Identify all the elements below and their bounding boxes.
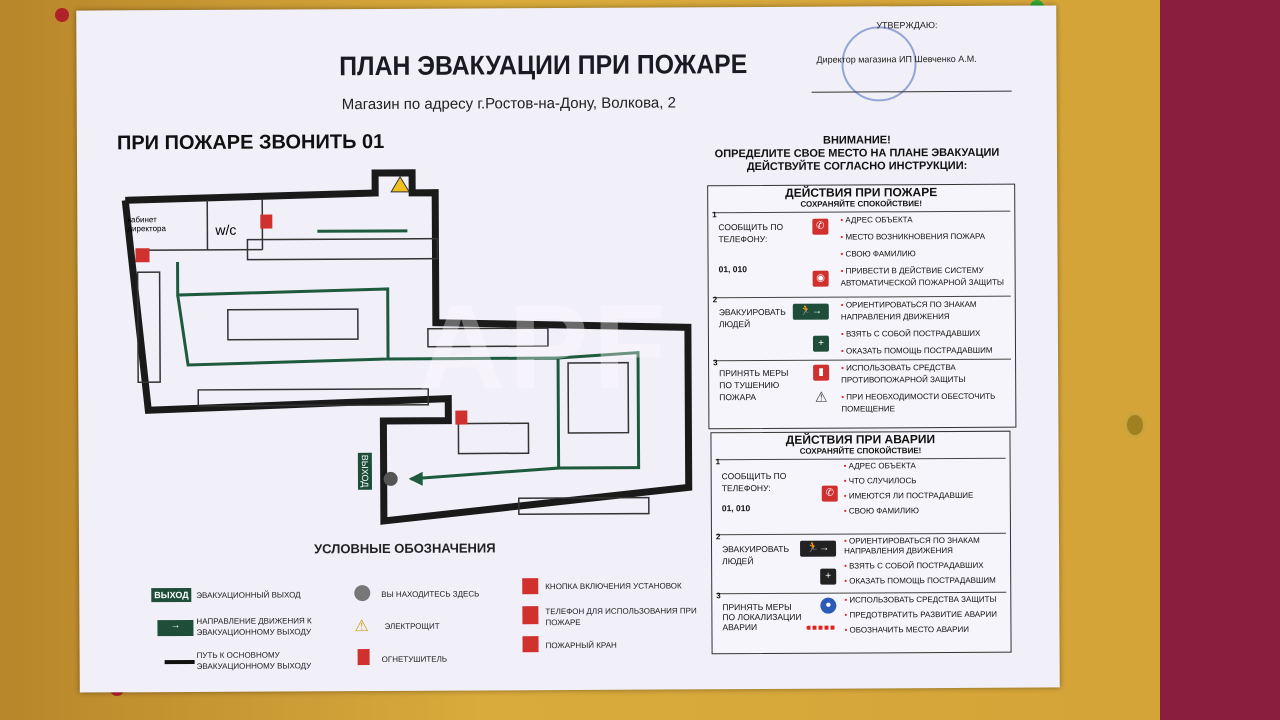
fire-call-number: ПРИ ПОЖАРЕ ЗВОНИТЬ 01	[116, 130, 385, 155]
action-item: ПРЕДОТВРАТИТЬ РАЗВИТИЕ АВАРИИ	[844, 610, 997, 621]
action-item: ЧТО СЛУЧИЛОСЬ	[844, 476, 974, 487]
step-number: 3	[713, 358, 718, 368]
step-label: ПРИНЯТЬ МЕРЫ ПО ТУШЕНИЮ ПОЖАРА	[719, 367, 789, 403]
action-item: ВЗЯТЬ С СОБОЙ ПОСТРАДАВШИХ	[844, 561, 1006, 572]
action-item: ИМЕЮТСЯ ЛИ ПОСТРАДАВШИЕ	[844, 491, 974, 502]
step-number: 1	[712, 210, 717, 220]
legend-item: ТЕЛЕФОН ДЛЯ ИСПОЛЬЗОВАНИЯ ПРИ ПОЖАРЕ	[545, 606, 697, 628]
electrical-hazard-icon: ⚠	[814, 388, 828, 405]
floor-plan	[121, 169, 693, 525]
extinguisher-icon	[260, 214, 273, 229]
plan-title: ПЛАН ЭВАКУАЦИИ ПРИ ПОЖАРЕ	[339, 49, 748, 82]
action-item: ОКАЗАТЬ ПОМОЩЬ ПОСТРАДАВШИМ	[844, 576, 1006, 587]
exit-label: ВЫХОД	[357, 452, 373, 490]
exit-sign-icon: ВЫХОД	[151, 587, 192, 603]
evacuation-plan-sheet: ПЛАН ЭВАКУАЦИИ ПРИ ПОЖАРЕ Магазин по адр…	[76, 5, 1060, 693]
electrical-panel-icon	[390, 175, 411, 193]
accident-actions-title: ДЕЙСТВИЯ ПРИ АВАРИИ	[785, 432, 936, 447]
phone-icon	[135, 248, 150, 263]
evacuation-direction-icon: 🏃→	[800, 540, 837, 557]
fire-step-2: 2 ЭВАКУИРОВАТЬ ЛЮДЕЙ 🏃→ + ОРИЕНТИРОВАТЬС…	[712, 295, 1012, 358]
wc-label: w/c	[215, 221, 237, 238]
alarm-button-icon: ◉	[812, 270, 829, 287]
legend-item: ЭВАКУАЦИОННЫЙ ВЫХОД	[196, 590, 301, 600]
wall	[1160, 0, 1280, 720]
address: Магазин по адресу г.Ростов-на-Дону, Волк…	[341, 94, 676, 114]
protection-icon: ●	[820, 597, 837, 614]
action-item: ПРИ НЕОБХОДИМОСТИ ОБЕСТОЧИТЬ ПОМЕЩЕНИЕ	[841, 391, 1011, 416]
extinguisher-icon	[455, 410, 468, 425]
legend-title: УСЛОВНЫЕ ОБОЗНАЧЕНИЯ	[314, 540, 496, 557]
action-item: АДРЕС ОБЪЕКТА	[840, 214, 1010, 227]
evacuation-direction-icon: 🏃→	[792, 303, 829, 320]
action-item: ОРИЕНТИРОВАТЬСЯ ПО ЗНАКАМ НАПРАВЛЕНИЯ ДВ…	[844, 536, 1006, 557]
accident-actions-subtitle: СОХРАНЯЙТЕ СПОКОЙСТВИЕ!	[799, 446, 922, 456]
step-label: ПРИНЯТЬ МЕРЫ ПО ЛОКАЛИЗАЦИИ АВАРИИ	[722, 601, 802, 633]
attention-text: ДЕЙСТВУЙТЕ СОГЛАСНО ИНСТРУКЦИИ:	[746, 159, 968, 174]
step-number: 2	[715, 532, 721, 542]
accident-step-1: 1 СООБЩИТЬ ПО ТЕЛЕФОНУ: 01, 010 ✆ АДРЕС …	[715, 457, 1006, 532]
accident-step-2: 2 ЭВАКУИРОВАТЬ ЛЮДЕЙ 🏃→ + ОРИЕНТИРОВАТЬС…	[715, 532, 1007, 591]
legend-item: ПУТЬ К ОСНОВНОМУ ЭВАКУАЦИОННОМУ ВЫХОДУ	[196, 650, 312, 671]
phone-number: 01, 010	[718, 264, 747, 275]
step-label: ЭВАКУИРОВАТЬ ЛЮДЕЙ	[718, 306, 786, 330]
accident-actions-box: ДЕЙСТВИЯ ПРИ АВАРИИ СОХРАНЯЙТЕ СПОКОЙСТВ…	[710, 430, 1012, 655]
legend-item: ПОЖАРНЫЙ КРАН	[545, 640, 617, 651]
step-label: СООБЩИТЬ ПО ТЕЛЕФОНУ:	[718, 221, 784, 245]
legend-item: КНОПКА ВКЛЮЧЕНИЯ УСТАНОВОК	[545, 581, 682, 592]
fire-hydrant-icon	[522, 636, 539, 653]
action-item: ОБОЗНАЧИТЬ МЕСТО АВАРИИ	[844, 625, 997, 636]
action-item: СВОЮ ФАМИЛИЮ	[844, 506, 974, 517]
legend-item: ЭЛЕКТРОЩИТ	[384, 621, 440, 631]
legend-item: ВЫ НАХОДИТЕСЬ ЗДЕСЬ	[381, 589, 480, 599]
fire-actions-box: ДЕЙСТВИЯ ПРИ ПОЖАРЕ СОХРАНЯЙТЕ СПОКОЙСТВ…	[707, 183, 1017, 430]
action-item: ОКАЗАТЬ ПОМОЩЬ ПОСТРАДАВШИМ	[841, 345, 1011, 358]
phone-number: 01, 010	[721, 503, 751, 514]
legend-item: ОГНЕТУШИТЕЛЬ	[381, 654, 448, 664]
first-aid-icon: +	[820, 568, 837, 585]
pin	[55, 8, 69, 22]
direction-arrow-icon: →	[157, 619, 194, 637]
step-number: 1	[715, 457, 721, 467]
action-item: МЕСТО ВОЗНИКНОВЕНИЯ ПОЖАРА	[840, 231, 1010, 244]
director-room-label: кабинет директора	[127, 215, 166, 234]
accident-step-3: 3 ПРИНЯТЬ МЕРЫ ПО ЛОКАЛИЗАЦИИ АВАРИИ ● И…	[716, 591, 1007, 644]
first-aid-icon: +	[812, 335, 830, 352]
extinguisher-icon: ▮	[813, 364, 830, 381]
alarm-button-icon	[522, 578, 539, 595]
signature-line	[811, 90, 1012, 93]
step-number: 3	[716, 591, 721, 601]
hazard-tape-icon	[806, 625, 837, 630]
legend-item: НАПРАВЛЕНИЕ ДВИЖЕНИЯ К ЭВАКУАЦИОННОМУ ВЫ…	[196, 616, 312, 637]
watermark: APF	[417, 279, 671, 415]
step-number: 2	[712, 295, 718, 305]
action-item: ИСПОЛЬЗОВАТЬ СРЕДСТВА ЗАЩИТЫ	[844, 595, 997, 606]
extinguisher-icon	[357, 649, 370, 666]
action-item: ВЗЯТЬ С СОБОЙ ПОСТРАДАВШИХ	[841, 328, 1011, 341]
approve-label: УТВЕРЖДАЮ:	[876, 20, 938, 31]
action-item: СВОЮ ФАМИЛИЮ	[840, 248, 1010, 261]
phone-icon	[522, 606, 539, 625]
phone-icon: ✆	[812, 218, 829, 235]
fire-actions-subtitle: СОХРАНЯЙТЕ СПОКОЙСТВИЕ!	[800, 199, 923, 209]
action-item: ИСПОЛЬЗОВАТЬ СРЕДСТВА ПРОТИВОПОЖАРНОЙ ЗА…	[841, 362, 1011, 387]
step-label: ЭВАКУИРОВАТЬ ЛЮДЕЙ	[722, 543, 790, 567]
fire-step-1: 1 СООБЩИТЬ ПО ТЕЛЕФОНУ: 01, 010 ✆ ◉ АДРЕ…	[712, 210, 1011, 295]
wood-knot	[1124, 412, 1146, 438]
path-line-icon	[164, 659, 195, 665]
electrical-panel-icon: ⚠	[354, 618, 369, 636]
action-item: ПРИВЕСТИ В ДЕЙСТВИЕ СИСТЕМУ АВТОМАТИЧЕСК…	[841, 265, 1011, 290]
you-are-here-icon	[354, 585, 371, 602]
you-are-here-icon	[383, 471, 398, 486]
fire-step-3: 3 ПРИНЯТЬ МЕРЫ ПО ТУШЕНИЮ ПОЖАРА ▮ ⚠ ИСП…	[713, 358, 1012, 414]
action-item: АДРЕС ОБЪЕКТА	[844, 461, 974, 472]
step-label: СООБЩИТЬ ПО ТЕЛЕФОНУ:	[721, 470, 787, 494]
attention-block: ВНИМАНИЕ! ОПРЕДЕЛИТЕ СВОЕ МЕСТО НА ПЛАНЕ…	[707, 134, 1007, 175]
phone-icon: ✆	[821, 485, 838, 502]
director-line: Директор магазина ИП Шевченко А.М.	[816, 53, 977, 65]
action-item: ОРИЕНТИРОВАТЬСЯ ПО ЗНАКАМ НАПРАВЛЕНИЯ ДВ…	[841, 299, 1011, 324]
